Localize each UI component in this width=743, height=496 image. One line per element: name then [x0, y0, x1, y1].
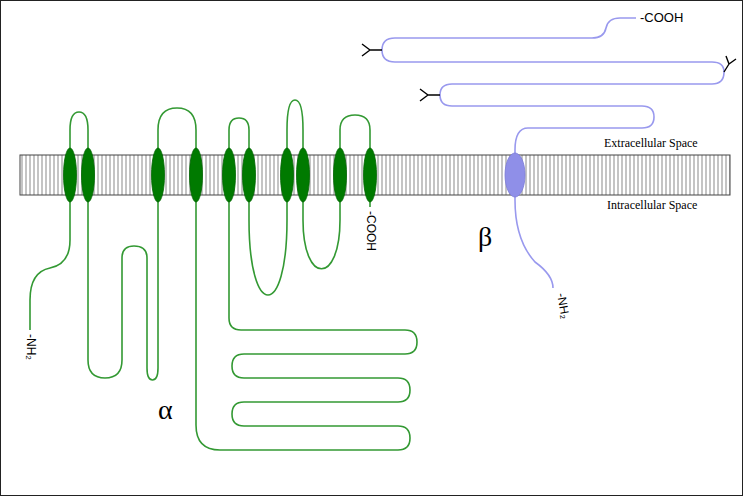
terminus-label: -NH₂ — [23, 334, 36, 360]
alpha-helices — [64, 148, 377, 202]
helix — [334, 148, 347, 202]
helix — [190, 148, 203, 202]
helix — [281, 148, 294, 202]
glycan-symbol — [362, 44, 382, 56]
helix — [82, 148, 95, 202]
terminus-label: -NH₂ — [554, 292, 572, 320]
subunit-label: β — [478, 222, 492, 253]
helix — [223, 148, 236, 202]
helix — [64, 148, 77, 202]
alpha-chain — [30, 100, 417, 450]
glycan-symbol — [420, 89, 440, 101]
helix — [364, 148, 377, 202]
terminus-label: -COOH — [640, 11, 683, 25]
region-label: Extracellular Space — [604, 137, 698, 150]
helix — [243, 148, 256, 202]
subunit-label: α — [158, 395, 173, 426]
helix — [297, 148, 310, 202]
glycan-symbols — [362, 44, 736, 101]
region-label: Intracellular Space — [607, 199, 697, 212]
glycan-symbol — [724, 56, 736, 72]
beta-chain — [382, 18, 724, 288]
terminus-label: -COOH — [363, 211, 376, 251]
beta-helix — [505, 153, 525, 197]
helix — [152, 148, 165, 202]
